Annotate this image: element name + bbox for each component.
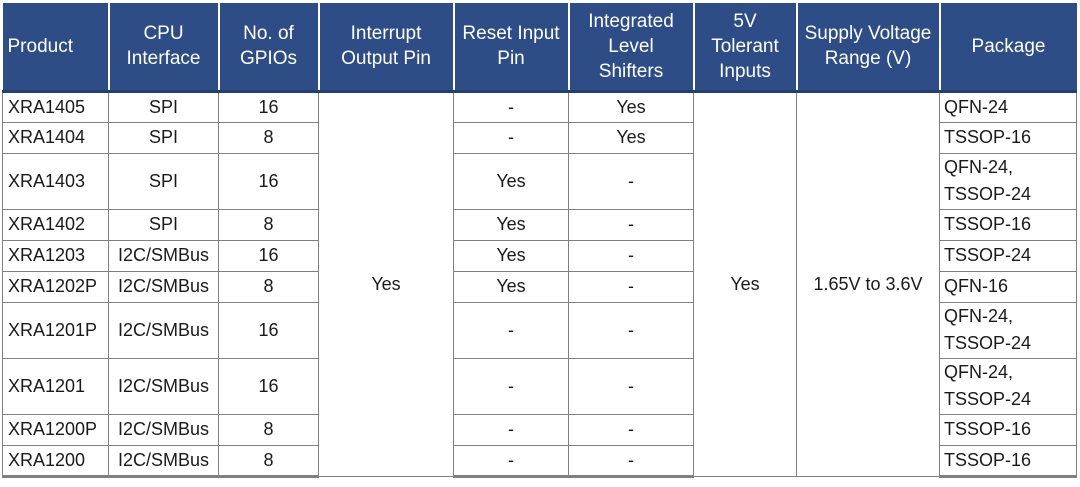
cell-reset-input: Yes bbox=[453, 239, 569, 272]
cell-gpios: 16 bbox=[218, 357, 319, 415]
cell-gpios: 8 bbox=[218, 121, 319, 154]
column-header-tolerant: 5V Tolerant Inputs bbox=[692, 3, 798, 93]
cell-gpios: 8 bbox=[218, 444, 319, 478]
cell-gpios: 8 bbox=[218, 270, 319, 303]
cell-gpios: 8 bbox=[218, 208, 319, 241]
cell-package: TSSOP-24 bbox=[939, 239, 1077, 272]
cell-5v-tolerant-merged: Yes bbox=[693, 90, 797, 477]
cell-product: XRA1202P bbox=[2, 270, 109, 303]
column-header-reset: Reset Input Pin bbox=[452, 3, 570, 93]
cell-product: XRA1405 bbox=[2, 90, 109, 123]
cell-level-shifters: - bbox=[568, 357, 694, 415]
cell-package: TSSOP-16 bbox=[939, 208, 1077, 241]
cell-interrupt-output-merged: Yes bbox=[318, 90, 454, 477]
column-header-package: Package bbox=[938, 3, 1077, 93]
column-header-shifters: Integrated Level Shifters bbox=[567, 3, 695, 93]
cell-package: TSSOP-16 bbox=[939, 444, 1077, 478]
cell-gpios: 16 bbox=[218, 301, 319, 359]
cell-reset-input: - bbox=[453, 413, 569, 446]
cell-product: XRA1402 bbox=[2, 208, 109, 241]
cell-package: TSSOP-16 bbox=[939, 121, 1077, 154]
column-header-gpios: No. of GPIOs bbox=[217, 3, 320, 93]
cell-reset-input: - bbox=[453, 357, 569, 415]
cell-level-shifters: Yes bbox=[568, 121, 694, 154]
cell-level-shifters: - bbox=[568, 301, 694, 359]
cell-cpu-interface: I2C/SMBus bbox=[108, 270, 219, 303]
cell-package: QFN-16 bbox=[939, 270, 1077, 303]
cell-cpu-interface: SPI bbox=[108, 121, 219, 154]
cell-cpu-interface: SPI bbox=[108, 208, 219, 241]
cell-product: XRA1200P bbox=[2, 413, 109, 446]
cell-level-shifters: - bbox=[568, 208, 694, 241]
cell-product: XRA1203 bbox=[2, 239, 109, 272]
cell-package: QFN-24, TSSOP-24 bbox=[939, 357, 1077, 415]
cell-product: XRA1404 bbox=[2, 121, 109, 154]
cell-cpu-interface: SPI bbox=[108, 152, 219, 210]
cell-level-shifters: Yes bbox=[568, 90, 694, 123]
cell-cpu-interface: I2C/SMBus bbox=[108, 239, 219, 272]
cell-reset-input: - bbox=[453, 444, 569, 478]
cell-level-shifters: - bbox=[568, 444, 694, 478]
cell-reset-input: Yes bbox=[453, 270, 569, 303]
cell-product: XRA1200 bbox=[2, 444, 109, 478]
cell-reset-input: - bbox=[453, 301, 569, 359]
cell-product: XRA1201 bbox=[2, 357, 109, 415]
cell-package: QFN-24 bbox=[939, 90, 1077, 123]
cell-level-shifters: - bbox=[568, 413, 694, 446]
cell-cpu-interface: SPI bbox=[108, 90, 219, 123]
cell-package: QFN-24, TSSOP-24 bbox=[939, 152, 1077, 210]
cell-package: TSSOP-16 bbox=[939, 413, 1077, 446]
cell-product: XRA1201P bbox=[2, 301, 109, 359]
cell-gpios: 8 bbox=[218, 413, 319, 446]
column-header-cpu_interface: CPU Interface bbox=[107, 3, 220, 93]
column-header-interrupt: Interrupt Output Pin bbox=[317, 3, 455, 93]
cell-gpios: 16 bbox=[218, 90, 319, 123]
cell-cpu-interface: I2C/SMBus bbox=[108, 413, 219, 446]
cell-level-shifters: - bbox=[568, 270, 694, 303]
column-header-product: Product bbox=[2, 3, 110, 93]
cell-level-shifters: - bbox=[568, 239, 694, 272]
cell-cpu-interface: I2C/SMBus bbox=[108, 301, 219, 359]
cell-reset-input: Yes bbox=[453, 152, 569, 210]
cell-cpu-interface: I2C/SMBus bbox=[108, 444, 219, 478]
cell-supply-range-merged: 1.65V to 3.6V bbox=[796, 90, 940, 477]
cell-product: XRA1403 bbox=[2, 152, 109, 210]
cell-gpios: 16 bbox=[218, 152, 319, 210]
column-header-supply: Supply Voltage Range (V) bbox=[795, 3, 941, 93]
cell-package: QFN-24, TSSOP-24 bbox=[939, 301, 1077, 359]
cell-reset-input: Yes bbox=[453, 208, 569, 241]
cell-gpios: 16 bbox=[218, 239, 319, 272]
cell-level-shifters: - bbox=[568, 152, 694, 210]
cell-reset-input: - bbox=[453, 90, 569, 123]
cell-reset-input: - bbox=[453, 121, 569, 154]
cell-cpu-interface: I2C/SMBus bbox=[108, 357, 219, 415]
